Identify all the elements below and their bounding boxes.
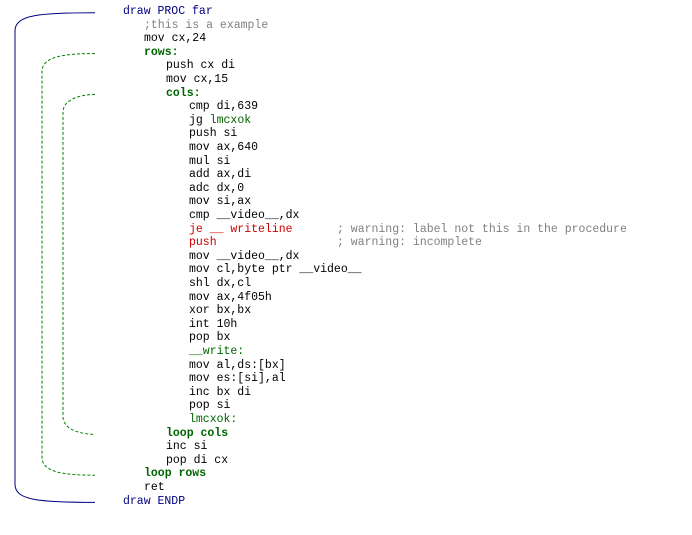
code-line[interactable]: adc dx,0: [189, 182, 244, 196]
code-line[interactable]: add ax,di: [189, 168, 251, 182]
code-token: mul si: [189, 154, 231, 168]
code-line[interactable]: draw ENDP: [123, 495, 185, 509]
code-line[interactable]: mov ax,640: [189, 141, 258, 155]
warning-comment: ; warning: label not this in the procedu…: [337, 222, 627, 236]
code-token: xor bx,bx: [189, 304, 252, 318]
code-token: lmcxok: [209, 113, 252, 127]
code-line[interactable]: mov cx,15: [166, 73, 228, 87]
code-line[interactable]: cmp __video__,dx: [189, 209, 299, 223]
code-line[interactable]: cmp di,639: [189, 100, 258, 114]
code-token: shl dx,cl: [189, 277, 252, 290]
code-line[interactable]: inc bx di: [189, 386, 251, 400]
code-line[interactable]: int 10h: [189, 318, 237, 332]
code-token: rows:: [144, 45, 179, 59]
code-token: push si: [189, 127, 238, 141]
code-token: mov __video__,dx: [189, 249, 300, 263]
code-token: inc si: [166, 440, 208, 454]
proc-bracket: [14, 12, 96, 503]
code-token: mov si,ax: [189, 195, 252, 209]
code-token: cmp di,639: [189, 100, 259, 114]
code-token: cmp __video__,dx: [189, 209, 300, 222]
code-line[interactable]: xor bx,bx: [189, 304, 251, 318]
code-line[interactable]: lmcxok:: [189, 413, 237, 427]
code-line[interactable]: mov si,ax: [189, 195, 251, 209]
code-line[interactable]: mul si: [189, 155, 230, 169]
code-line[interactable]: inc si: [166, 440, 207, 454]
code-line[interactable]: mov al,ds:[bx]: [189, 359, 286, 373]
code-token: pop bx: [189, 331, 231, 345]
code-token: adc dx,0: [189, 181, 245, 195]
code-token: loop cols: [166, 426, 229, 440]
code-line[interactable]: cols:: [166, 87, 201, 101]
code-line[interactable]: push: [189, 236, 217, 250]
rows-loop-bracket: [41, 53, 96, 476]
warning-comment: ; warning: incomplete: [337, 236, 482, 250]
code-token: lmcxok:: [189, 413, 238, 426]
code-token: push: [189, 236, 217, 250]
code-line[interactable]: mov cx,24: [144, 32, 206, 46]
code-token: jg: [189, 113, 210, 127]
code-line[interactable]: pop bx: [189, 331, 230, 345]
code-line[interactable]: je __ writeline: [189, 223, 293, 237]
code-token: ret: [144, 481, 165, 494]
code-line[interactable]: push si: [189, 127, 237, 141]
code-token: add ax,di: [189, 168, 252, 182]
code-token: draw PROC far: [123, 5, 213, 18]
code-line[interactable]: pop di cx: [166, 454, 228, 468]
code-line[interactable]: mov ax,4f05h: [189, 291, 272, 305]
code-token: mov es:[si],al: [189, 372, 286, 386]
code-line[interactable]: mov es:[si],al: [189, 372, 286, 386]
code-token: mov al,ds:[bx]: [189, 358, 286, 372]
code-token: draw ENDP: [123, 494, 186, 508]
code-token: __write:: [189, 345, 245, 358]
code-token: mov ax,4f05h: [189, 290, 272, 304]
code-line[interactable]: jg lmcxok: [189, 114, 251, 128]
code-token: inc bx di: [189, 385, 252, 399]
code-line[interactable]: loop rows: [144, 467, 206, 481]
code-token: int 10h: [189, 317, 238, 331]
code-token: mov ax,640: [189, 141, 259, 154]
code-line[interactable]: shl dx,cl: [189, 277, 251, 291]
code-line[interactable]: ;this is a example: [144, 19, 268, 33]
code-token: mov cx,15: [166, 73, 229, 86]
code-token: cols:: [166, 86, 201, 100]
cols-loop-bracket: [62, 93, 96, 435]
code-line[interactable]: loop cols: [166, 427, 228, 441]
code-line[interactable]: pop si: [189, 399, 230, 413]
code-line[interactable]: rows:: [144, 46, 179, 60]
code-line[interactable]: push cx di: [166, 59, 235, 73]
code-line[interactable]: mov __video__,dx: [189, 250, 299, 264]
code-line[interactable]: __write:: [189, 345, 244, 359]
code-line[interactable]: mov cl,byte ptr __video__: [189, 263, 362, 277]
code-line[interactable]: draw PROC far: [123, 5, 213, 19]
code-token: je __ writeline: [189, 222, 293, 236]
code-token: ;this is a example: [144, 18, 269, 32]
code-token: pop di cx: [166, 453, 229, 467]
code-line[interactable]: ret: [144, 481, 165, 495]
code-token: mov cx,24: [144, 32, 207, 46]
code-token: mov cl,byte ptr __video__: [189, 263, 362, 277]
code-token: pop si: [189, 399, 231, 413]
code-token: push cx di: [166, 59, 236, 73]
code-token: loop rows: [144, 467, 207, 481]
